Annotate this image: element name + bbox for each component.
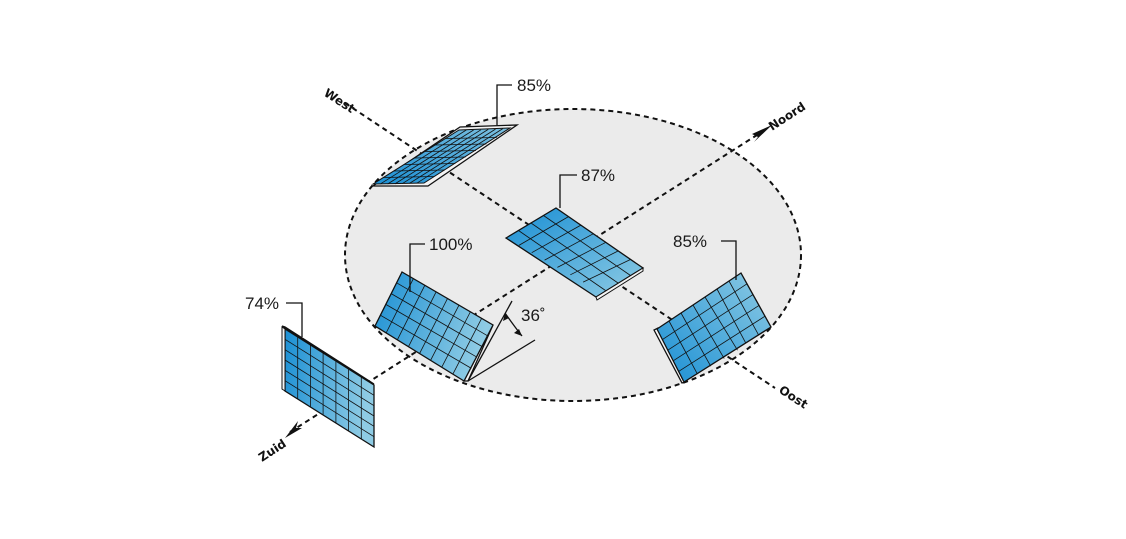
flat-leader-line [559,174,577,208]
west-panel [370,124,520,187]
north-arrow-icon [752,125,772,142]
tilt-angle-label: 36˚ [521,306,546,325]
south-panel [374,271,494,382]
west-label: West [321,86,357,116]
east-panel [653,272,772,384]
south-arrow-icon [285,421,302,438]
west-efficiency-label: 85% [517,76,551,95]
south-leader-line [409,243,425,292]
south-label: Zuid [256,436,289,464]
vertical-efficiency-label: 74% [245,294,279,313]
east-efficiency-label: 85% [673,232,707,251]
east-leader-line [721,240,737,280]
east-label: Oost [776,383,810,412]
vertical-panel [281,325,375,449]
north-label: Noord [766,99,808,133]
flat-panel [504,207,645,301]
south-efficiency-label: 100% [429,235,472,254]
angle-arrow-icon-2 [514,329,522,336]
angle-arrow-icon [503,313,509,321]
flat-efficiency-label: 87% [581,166,615,185]
vertical-leader-line [286,302,303,337]
west-leader-line [496,84,512,125]
west-east-axis [344,102,776,389]
